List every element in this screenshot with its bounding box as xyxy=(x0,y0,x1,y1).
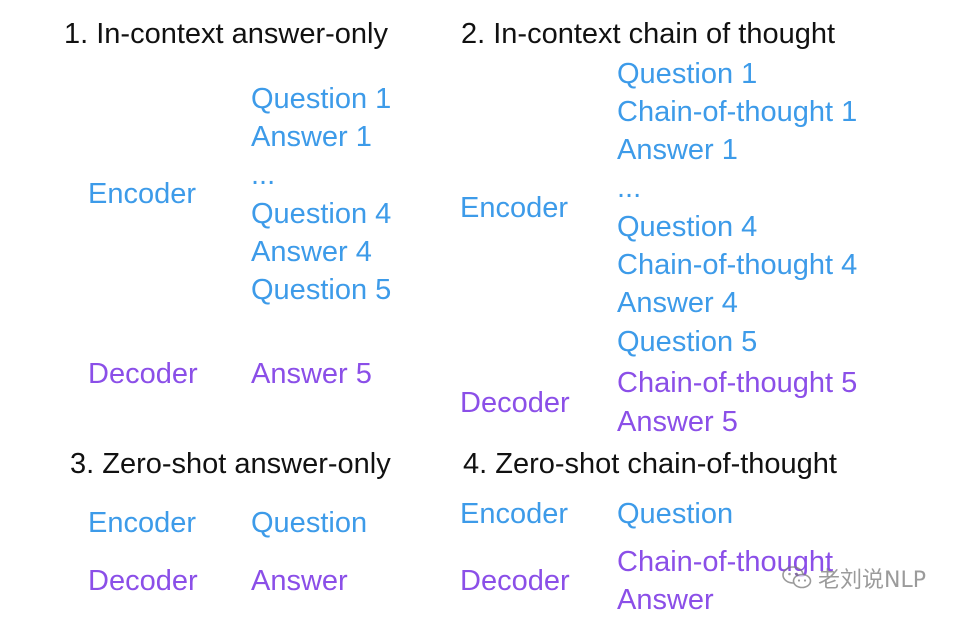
panel4-encoder-line: Question xyxy=(617,498,734,530)
watermark-text: 老刘说NLP xyxy=(818,567,926,593)
panel2-decoder-line: Chain-of-thought 5 xyxy=(617,367,858,399)
panel1-encoder-line: Question 1 xyxy=(251,83,392,115)
panel1-decoder-line: Answer 5 xyxy=(251,358,372,390)
panel2-decoder-line: Answer 5 xyxy=(617,406,738,438)
panel2-encoder-line: Question 4 xyxy=(617,211,758,243)
panel1-encoder-line: Question 5 xyxy=(251,274,392,306)
panel1-encoder-line: Answer 1 xyxy=(251,121,372,153)
panel1-encoder-line: Question 4 xyxy=(251,198,392,230)
panel4-decoder-label: Decoder xyxy=(460,565,570,597)
panel1-encoder-line: Answer 4 xyxy=(251,236,372,268)
panel3-title: 3. Zero-shot answer-only xyxy=(70,448,391,480)
panel2-encoder-line: Chain-of-thought 4 xyxy=(617,249,858,281)
panel4-decoder-line: Chain-of-thought xyxy=(617,546,834,578)
panel2-encoder-line: Answer 1 xyxy=(617,134,738,166)
watermark: 老刘说NLP xyxy=(782,565,926,596)
panel2-encoder-line: Question 5 xyxy=(617,326,758,358)
panel2-title: 2. In-context chain of thought xyxy=(461,18,836,50)
panel1-decoder-label: Decoder xyxy=(88,358,198,390)
panel4-encoder-label: Encoder xyxy=(460,498,569,530)
panel1-encoder-label: Encoder xyxy=(88,178,197,210)
panel3-encoder-label: Encoder xyxy=(88,507,197,539)
wechat-icon xyxy=(782,565,812,596)
panel4-title: 4. Zero-shot chain-of-thought xyxy=(463,448,837,480)
panel2-encoder-label: Encoder xyxy=(460,192,569,224)
panel3-decoder-label: Decoder xyxy=(88,565,198,597)
panel1-encoder-line: ... xyxy=(251,159,276,191)
panel2-encoder-line: Question 1 xyxy=(617,58,758,90)
panel1-title: 1. In-context answer-only xyxy=(64,18,388,50)
panel3-encoder-line: Question xyxy=(251,507,368,539)
panel3-decoder-line: Answer xyxy=(251,565,348,597)
panel2-encoder-line: Answer 4 xyxy=(617,287,738,319)
panel2-encoder-line: Chain-of-thought 1 xyxy=(617,96,858,128)
panel2-encoder-line: ... xyxy=(617,172,642,204)
panel4-decoder-line: Answer xyxy=(617,584,714,616)
panel2-decoder-label: Decoder xyxy=(460,387,570,419)
